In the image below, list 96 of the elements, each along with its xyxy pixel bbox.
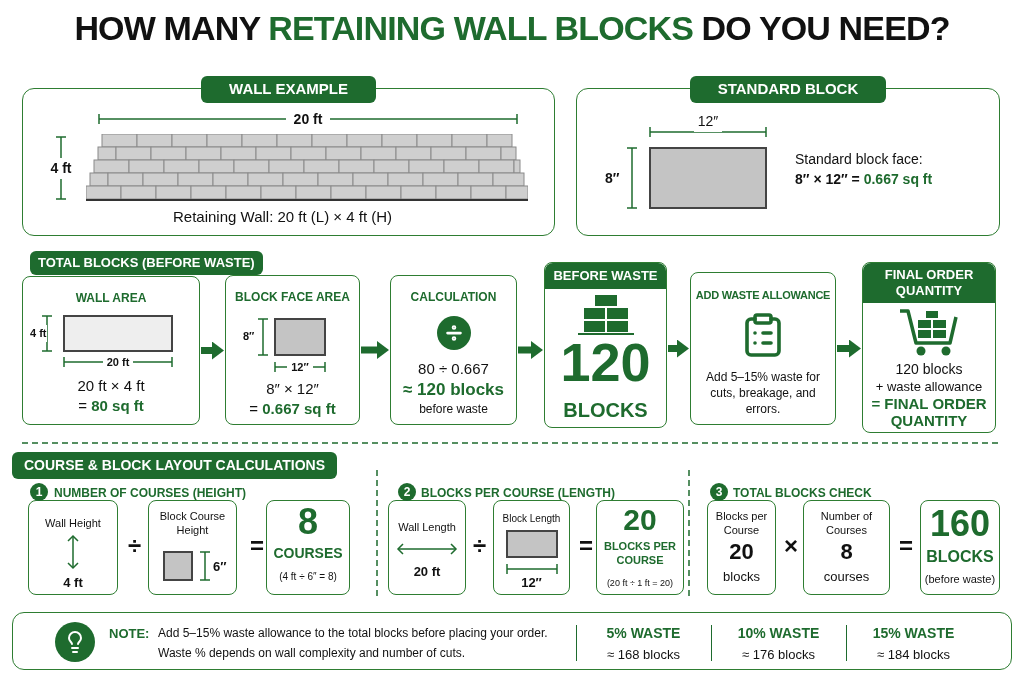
dimension-label: 8″ [243, 329, 255, 344]
waste-total-text: ≈ 168 blocks [607, 646, 680, 664]
formula-text: 8″ × 12″ [266, 379, 319, 399]
step-card [390, 275, 517, 425]
section-heading-tab: TOTAL BLOCKS (BEFORE WASTE) [30, 251, 263, 275]
input-label: Wall Length [398, 520, 456, 535]
description-text: 8″ × 12″ = 0.667 sq ft [795, 170, 933, 189]
input-card [493, 500, 570, 595]
input-card [148, 500, 237, 595]
formula-text: 20 ft × 4 ft [77, 376, 145, 396]
operator-sign: × [784, 531, 798, 561]
input-label: Block Length [502, 512, 561, 526]
value-text: 8 [840, 539, 853, 565]
operator-sign: ÷ [473, 531, 487, 561]
big-number: 20 [623, 502, 657, 538]
note-text: (before waste) [924, 572, 996, 587]
dimension-label: 4 ft [48, 158, 74, 179]
step-number: 2 [398, 483, 416, 501]
card-heading: WALL AREA [75, 290, 147, 307]
arrow [837, 339, 861, 358]
value-text: 20 ft [413, 563, 441, 581]
input-label: Wall Height [45, 516, 101, 531]
input-card [803, 500, 890, 595]
card-heading: CALCULATION [410, 289, 497, 306]
input-card [388, 500, 466, 595]
step-number: 1 [30, 483, 48, 501]
note-text: (20 ft ÷ 1 ft = 20) [606, 577, 674, 590]
operator-sign: = [899, 531, 913, 561]
result-card [920, 500, 1000, 595]
input-card [707, 500, 776, 595]
step-heading: BLOCKS PER COURSE (LENGTH) [421, 485, 615, 502]
note-text: before waste [419, 401, 488, 418]
waste-total-text: ≈ 184 blocks [877, 646, 950, 664]
input-label: Blocks per Course [714, 509, 769, 537]
section-heading-tab: COURSE & BLOCK LAYOUT CALCULATIONS [12, 452, 337, 479]
operator-sign: = [250, 531, 264, 561]
arrow [361, 341, 389, 359]
input-card [28, 500, 118, 595]
note-heading: NOTE: [109, 625, 150, 643]
step-card [225, 275, 360, 425]
step-card [22, 276, 200, 425]
note-text: Add 5–15% waste allowance to the total blocks before placing your order. [158, 625, 548, 642]
unit-text: BLOCKS PER COURSE [602, 539, 678, 567]
formula-text: 80 ÷ 0.667 [418, 359, 489, 379]
description-text: Standard block face: [795, 150, 923, 169]
caption-text: Retaining Wall: 20 ft (L) × 4 ft (H) [173, 207, 393, 227]
value-text: 6″ [213, 558, 227, 576]
result-text: = 80 sq ft [78, 396, 144, 416]
operator-sign: = [579, 531, 593, 561]
card-heading: ADD WASTE ALLOWANCE [695, 288, 831, 303]
step-heading: TOTAL BLOCKS CHECK [733, 485, 872, 502]
card-heading: BLOCK FACE AREA [235, 289, 350, 306]
note-panel [12, 612, 1012, 670]
card-header-bar: BEFORE WASTE [545, 263, 666, 289]
waste-percent-heading: 5% WASTE [606, 624, 681, 643]
waste-percent-heading: 10% WASTE [737, 624, 820, 643]
dimension-label: 8″ [605, 169, 620, 188]
unit-text: BLOCKS [926, 547, 994, 567]
unit-text: COURSES [273, 544, 343, 563]
operator-sign: ÷ [128, 531, 142, 561]
dimension-label: 4 ft [30, 325, 47, 342]
value-text: 12″ [521, 574, 542, 592]
note-text: (4 ft ÷ 6″ = 8) [279, 570, 337, 584]
value-text: 20 [729, 539, 754, 565]
result-card [596, 500, 684, 595]
formula-text: 120 blocks [895, 360, 963, 379]
arrow [201, 341, 224, 360]
input-label: Number of Courses [819, 509, 874, 537]
input-label: Block Course Height [158, 509, 227, 537]
value-text: 4 ft [63, 574, 83, 592]
waste-total-text: ≈ 176 blocks [742, 646, 815, 664]
waste-percent-heading: 15% WASTE [872, 624, 955, 643]
description-text: Add 5–15% waste for cuts, breakage, and errors. [704, 369, 822, 417]
arrow [518, 341, 543, 359]
result-text: = 0.667 sq ft [249, 399, 336, 419]
result-card [862, 262, 996, 433]
step-card [690, 272, 836, 425]
unit-text: blocks [723, 568, 760, 586]
arrow [668, 339, 689, 358]
step-number: 3 [710, 483, 728, 501]
result-text: = FINAL ORDER QUANTITY [871, 395, 987, 429]
section-heading-tab: STANDARD BLOCK [689, 76, 887, 103]
step-heading: NUMBER OF COURSES (HEIGHT) [54, 485, 246, 502]
big-number: 160 [929, 503, 991, 545]
title: HOW MANY RETAINING WALL BLOCKS DO YOU NEED? [74, 8, 950, 49]
note-text: Waste % depends on wall complexity and number of cuts. [158, 645, 466, 662]
card-header-bar: FINAL ORDER QUANTITY [863, 263, 995, 303]
unit-text: BLOCKS [563, 398, 648, 423]
big-number: 120 [560, 333, 651, 391]
section-heading-tab: WALL EXAMPLE [201, 76, 376, 103]
result-card [544, 262, 667, 428]
big-number: 8 [298, 501, 318, 543]
result-card [266, 500, 350, 595]
unit-text: courses [823, 568, 870, 586]
formula-text: + waste allowance [875, 378, 983, 396]
result-text: ≈ 120 blocks [403, 379, 504, 401]
